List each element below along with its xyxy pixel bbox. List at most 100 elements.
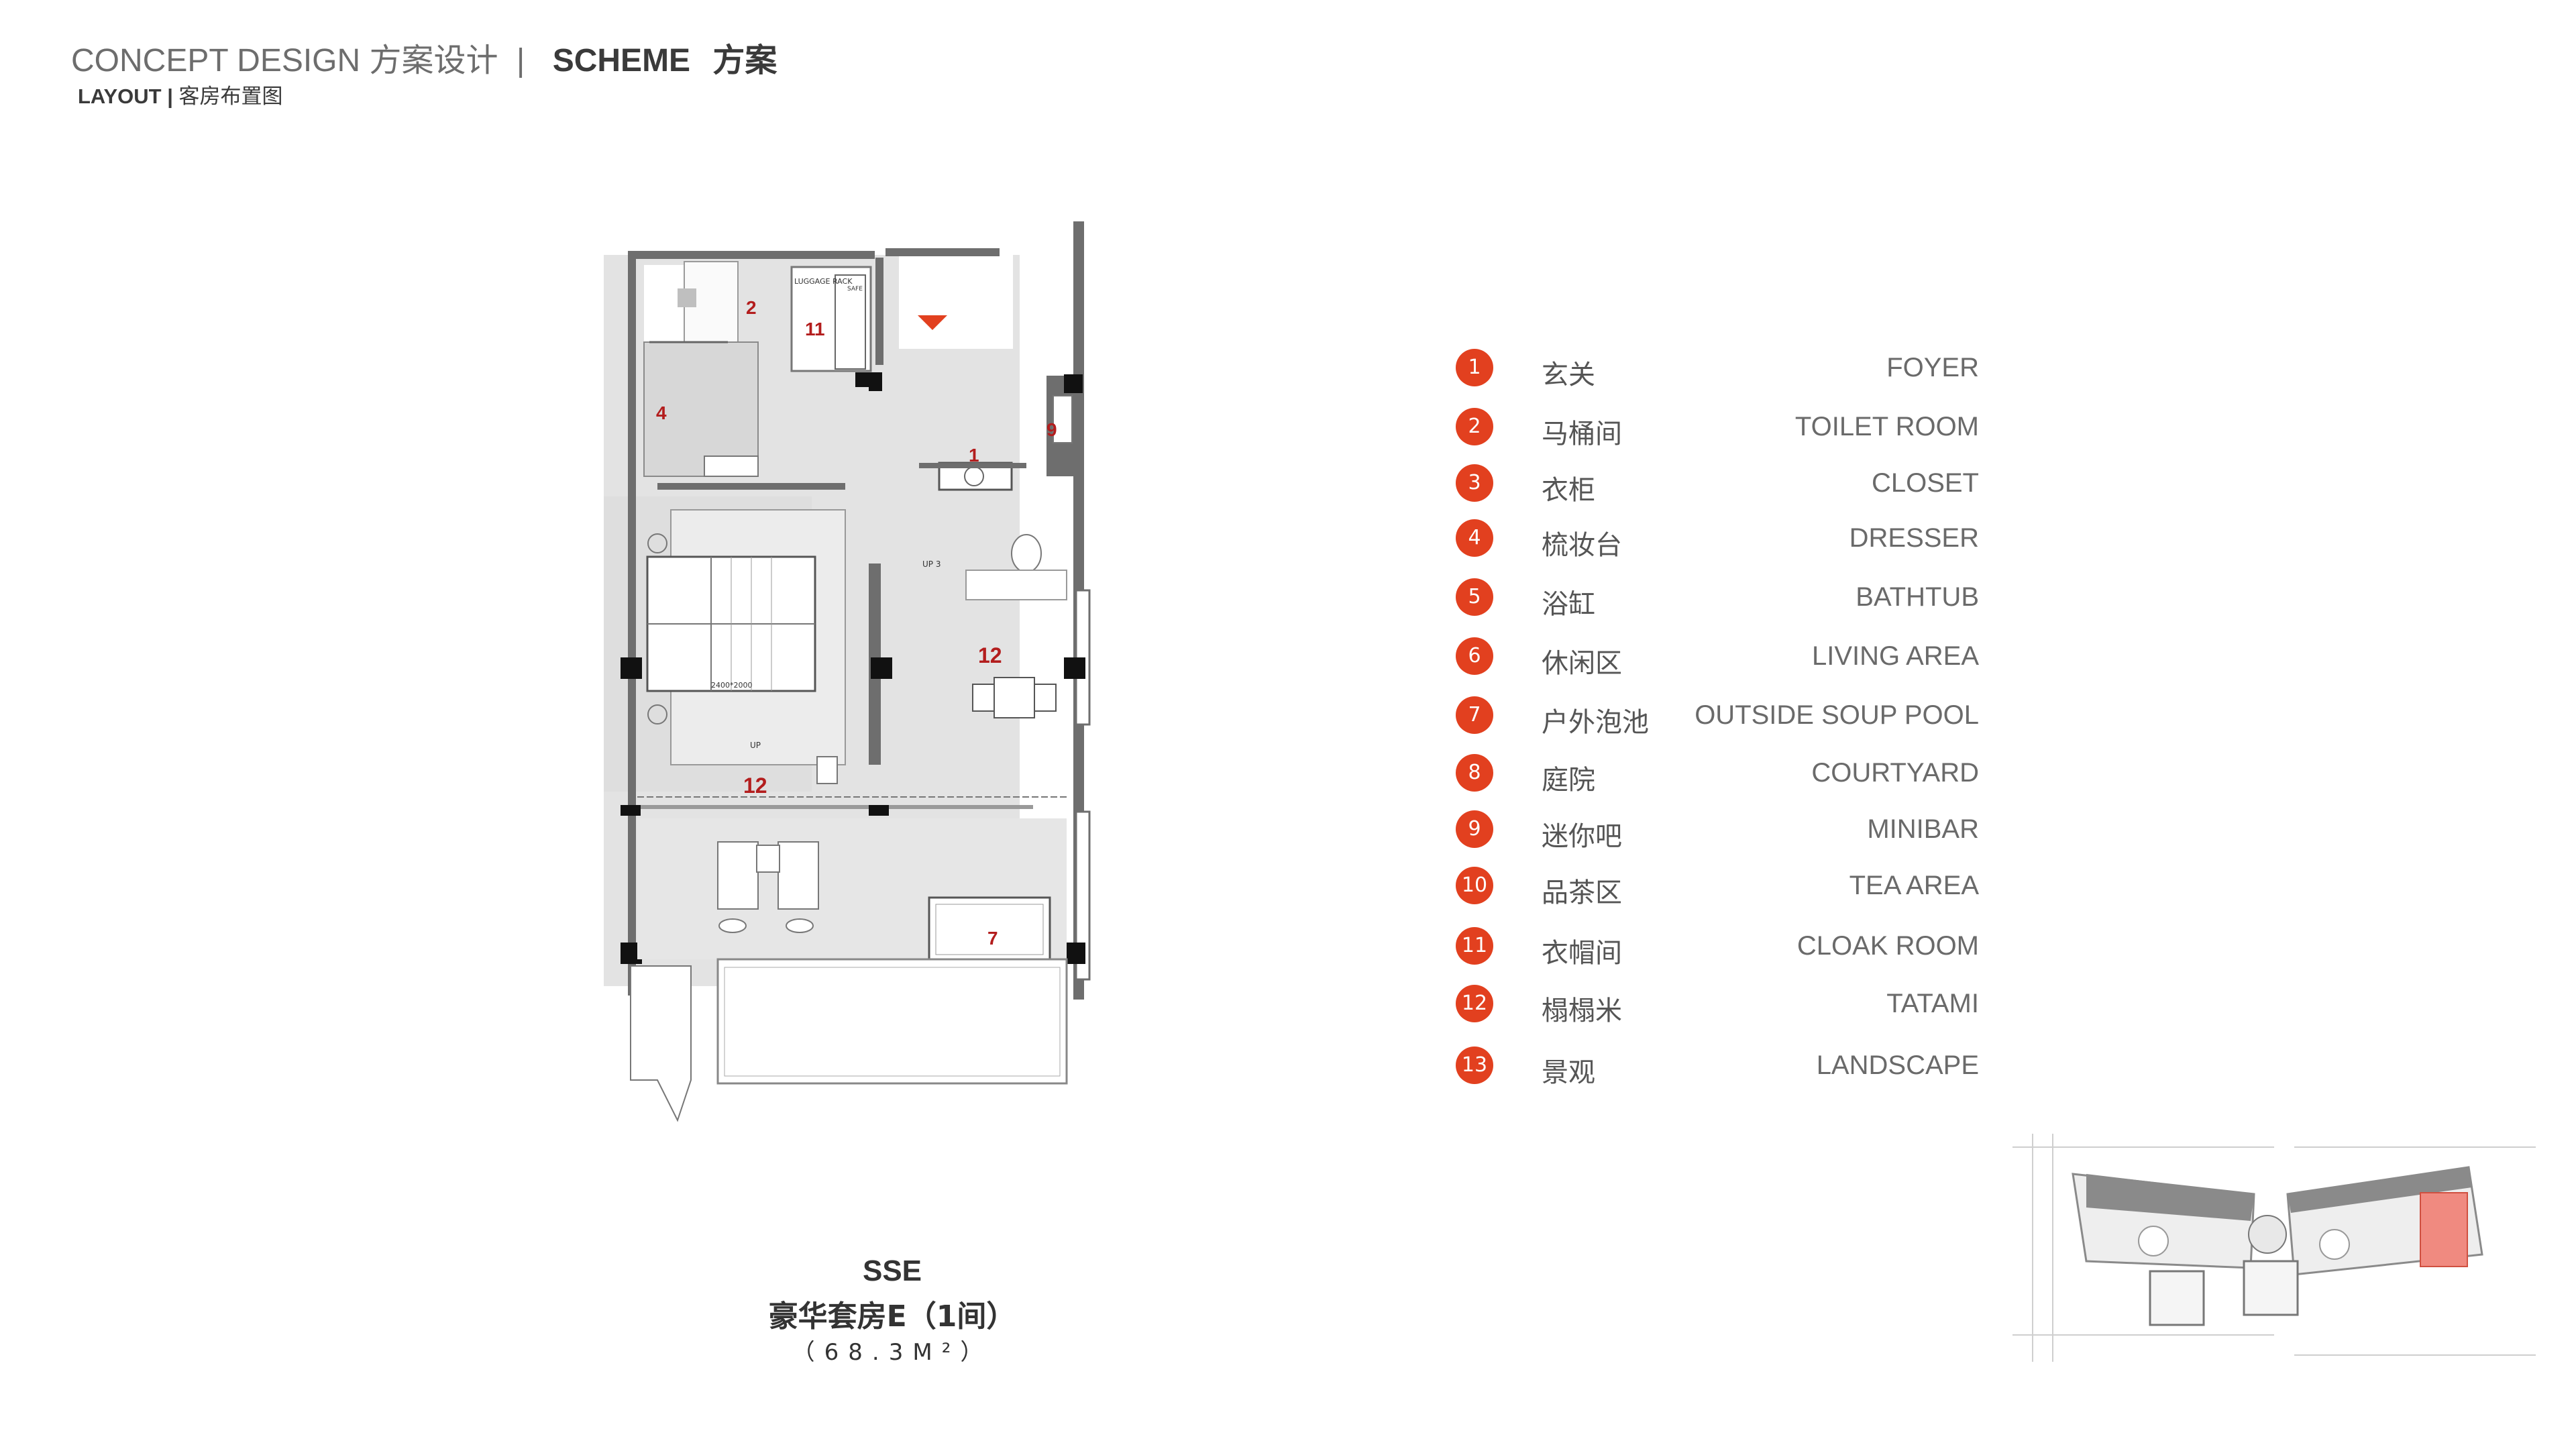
legend-label-cn: 品茶区 bbox=[1542, 877, 1622, 908]
legend-item-landscape: 13 景观 LANDSCAPE bbox=[1456, 1046, 1979, 1088]
legend-number-badge: 12 bbox=[1456, 985, 1493, 1022]
legend-label-en: LANDSCAPE bbox=[1816, 1051, 1979, 1080]
landscape-pool bbox=[716, 958, 1068, 1085]
legend-number-badge: 2 bbox=[1456, 408, 1493, 445]
legend-number-badge: 6 bbox=[1456, 637, 1493, 675]
legend-label-cn: 衣帽间 bbox=[1542, 938, 1622, 969]
legend-label-cn: 休闲区 bbox=[1542, 648, 1622, 679]
legend-label-en: BATHTUB bbox=[1856, 582, 1979, 612]
keymap-courtyard bbox=[2319, 1229, 2350, 1260]
legend-item-cloak-room: 11 衣帽间 CLOAK ROOM bbox=[1456, 927, 1979, 969]
nightstand-lamp bbox=[647, 704, 667, 724]
legend-label-cn: 玄关 bbox=[1542, 360, 1595, 390]
legend-number-badge: 13 bbox=[1456, 1046, 1493, 1084]
up-label: UP bbox=[750, 741, 761, 750]
legend-label-en: LIVING AREA bbox=[1812, 641, 1979, 671]
legend-label-en: CLOAK ROOM bbox=[1796, 931, 1979, 961]
cloak-column bbox=[855, 372, 870, 387]
room-label-4: 4 bbox=[656, 402, 667, 423]
column bbox=[1064, 374, 1083, 393]
lounge-chair bbox=[717, 841, 759, 910]
minibar-unit bbox=[1053, 395, 1073, 443]
legend-label-cn: 庭院 bbox=[1542, 765, 1595, 796]
room-label-11: 11 bbox=[805, 319, 825, 339]
title-separator: | bbox=[516, 43, 525, 78]
column bbox=[869, 805, 889, 816]
legend-item-tatami: 12 榻榻米 TATAMI bbox=[1456, 985, 1979, 1026]
legend-number-badge: 7 bbox=[1456, 696, 1493, 734]
layout-cn-label: 客房布置图 bbox=[178, 85, 283, 108]
keymap-pavilion bbox=[2243, 1260, 2299, 1316]
legend-item-closet: 3 衣柜 CLOSET bbox=[1456, 464, 1979, 506]
legend-number-badge: 4 bbox=[1456, 519, 1493, 557]
room-label-2: 2 bbox=[746, 297, 757, 318]
legend-label-en: TATAMI bbox=[1886, 989, 1979, 1018]
column bbox=[869, 372, 882, 391]
dresser-area bbox=[643, 341, 759, 477]
wall-mid-horizontal bbox=[657, 483, 845, 490]
wall-console bbox=[919, 463, 1026, 468]
wall-left bbox=[628, 251, 636, 996]
keymap-roof-right bbox=[2288, 1167, 2472, 1213]
floor-plan: LUGGAGE RACK SAFE UP 3 2400*2000 UP 1 2 … bbox=[604, 221, 1091, 1122]
landscape-pool-inner bbox=[724, 967, 1061, 1077]
legend-item-dresser: 4 梳妆台 DRESSER bbox=[1456, 519, 1979, 561]
legend-item-tea-area: 10 品茶区 TEA AREA bbox=[1456, 867, 1979, 908]
entry-arrow-icon bbox=[918, 315, 947, 330]
bedside-cabinet bbox=[816, 756, 838, 784]
room-label-7: 7 bbox=[987, 928, 998, 949]
legend-label-cn: 户外泡池 bbox=[1542, 707, 1649, 738]
legend-label-en: TOILET ROOM bbox=[1794, 412, 1979, 441]
keymap-courtyard bbox=[2138, 1226, 2169, 1256]
legend-label-cn: 梳妆台 bbox=[1542, 530, 1622, 561]
room-label-12-bed: 12 bbox=[743, 773, 767, 798]
legend-label-en: OUTSIDE SOUP POOL bbox=[1695, 700, 1979, 730]
luggage-rack-label: LUGGAGE RACK bbox=[794, 277, 853, 286]
landscape-path bbox=[630, 965, 692, 1122]
legend-label-en: FOYER bbox=[1886, 353, 1979, 382]
legend-label-en: DRESSER bbox=[1849, 523, 1979, 553]
concept-design-cn: 方案设计 bbox=[369, 43, 498, 78]
legend-label-en: TEA AREA bbox=[1849, 871, 1979, 900]
legend-number-badge: 10 bbox=[1456, 867, 1493, 904]
keymap-highlight bbox=[2420, 1192, 2468, 1267]
legend-label-cn: 马桶间 bbox=[1542, 419, 1622, 449]
legend-label-cn: 榻榻米 bbox=[1542, 996, 1622, 1026]
keymap-roof-left bbox=[2086, 1174, 2254, 1221]
toilet-fixture bbox=[1011, 534, 1042, 573]
keymap-plaza bbox=[2248, 1215, 2287, 1254]
legend-number-badge: 3 bbox=[1456, 464, 1493, 502]
legend-number-badge: 8 bbox=[1456, 754, 1493, 792]
keymap-pavilion bbox=[2149, 1270, 2205, 1326]
scheme-cn-label: 方案 bbox=[712, 43, 777, 78]
legend-label-cn: 衣柜 bbox=[1542, 475, 1595, 506]
legend-label-en: CLOSET bbox=[1871, 468, 1979, 498]
pool-side-wall bbox=[1075, 810, 1091, 981]
column bbox=[621, 657, 642, 679]
legend-item-outside-pool: 7 户外泡池 OUTSIDE SOUP POOL bbox=[1456, 696, 1979, 738]
legend-number-badge: 1 bbox=[1456, 349, 1493, 386]
page-title: CONCEPT DESIGN 方案设计 | SCHEME 方案 bbox=[71, 34, 777, 80]
legend-label-en: COURTYARD bbox=[1811, 758, 1979, 788]
legend-label-cn: 浴缸 bbox=[1542, 589, 1595, 620]
legend-item-living-area: 6 休闲区 LIVING AREA bbox=[1456, 637, 1979, 679]
stool bbox=[786, 918, 814, 933]
scheme-label: SCHEME bbox=[552, 43, 691, 78]
cloak-rack bbox=[835, 274, 866, 370]
legend-number-badge: 9 bbox=[1456, 810, 1493, 848]
room-code: SSE bbox=[862, 1254, 922, 1287]
legend-item-foyer: 1 玄关 FOYER bbox=[1456, 349, 1979, 390]
side-table bbox=[756, 845, 780, 873]
page-subtitle: LAYOUT | 客房布置图 bbox=[78, 79, 283, 109]
bathtub-square bbox=[678, 288, 696, 307]
pool-inner bbox=[935, 904, 1044, 955]
layout-label: LAYOUT | bbox=[78, 85, 173, 108]
safe-label: SAFE bbox=[847, 286, 863, 292]
foyer-white-area bbox=[899, 248, 1013, 349]
room-label-12-tea: 12 bbox=[978, 643, 1002, 667]
column bbox=[871, 657, 892, 679]
wall-top bbox=[628, 251, 875, 259]
legend-item-bathtub: 5 浴缸 BATHTUB bbox=[1456, 578, 1979, 620]
wall-entry-top bbox=[885, 248, 1000, 256]
legend-label-cn: 景观 bbox=[1542, 1057, 1595, 1088]
